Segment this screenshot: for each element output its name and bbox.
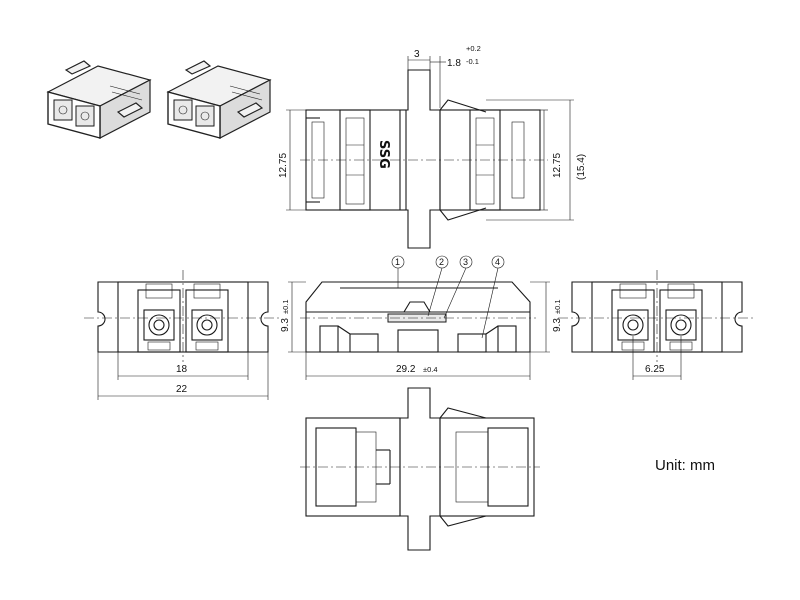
side-view — [288, 255, 550, 380]
dim-top-offset-minus: -0.1 — [466, 57, 479, 66]
dim-side-length: 29.2 — [396, 364, 416, 375]
dim-side-height-left-tol: ±0.1 — [281, 299, 290, 314]
logo-text: SSG — [376, 140, 391, 169]
bottom-view — [300, 387, 540, 551]
isometric-view-right — [166, 60, 272, 139]
dim-end-inner-width: 18 — [176, 364, 188, 375]
callout-4: 4 — [495, 257, 500, 267]
dim-end-outer-width: 22 — [176, 384, 188, 395]
dim-side-height-left: 9.3 — [280, 318, 291, 332]
top-view-dimensions — [286, 56, 574, 221]
dim-pitch: 6.25 — [645, 364, 665, 375]
callout-1: 1 — [395, 257, 400, 267]
ssg-logo: SSG — [376, 140, 391, 169]
end-view-right — [558, 270, 756, 380]
callout-3: 3 — [463, 257, 468, 267]
dim-top-offset-plus: +0.2 — [466, 44, 481, 53]
dim-top-offset: 1.8 — [447, 58, 461, 69]
isometric-view-left — [46, 60, 152, 139]
dim-top-height-left: 12.75 — [278, 153, 289, 178]
dim-side-length-tol: ±0.4 — [423, 365, 438, 374]
dim-top-height-overall: (15.4) — [576, 154, 587, 180]
dim-side-height-right: 9.3 — [552, 318, 563, 332]
end-view-left — [84, 270, 282, 400]
dim-side-height-right-tol: ±0.1 — [553, 299, 562, 314]
callout-2: 2 — [439, 257, 444, 267]
top-view — [300, 69, 548, 249]
unit-label: Unit: mm — [655, 457, 715, 474]
dim-top-height-right: 12.75 — [552, 153, 563, 178]
dim-top-width: 3 — [414, 49, 420, 60]
